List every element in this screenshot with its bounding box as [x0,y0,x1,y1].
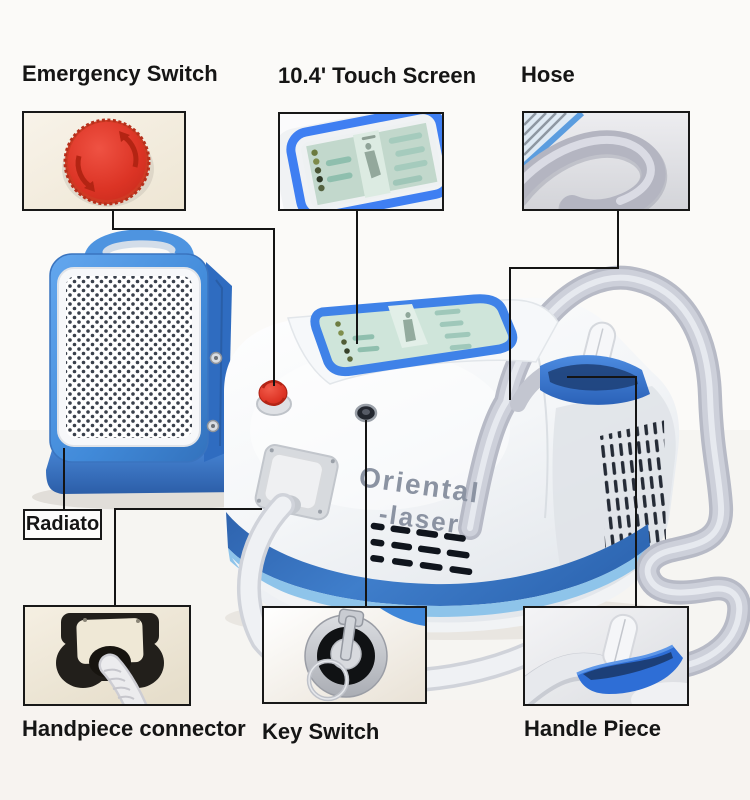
label-key-switch: Key Switch [262,719,380,744]
inset-handle-piece [523,606,689,706]
machine-screen [287,294,559,385]
inset-emergency-switch [22,111,186,211]
machine-key-switch [354,403,378,423]
hose-closeup-photo [524,113,688,209]
key-switch-photo [264,608,425,702]
label-handle-piece: Handle Piece [524,716,661,741]
machine-emergency-button [256,380,292,416]
inset-hose [522,111,690,211]
label-hose: Hose [521,62,575,87]
inset-handpiece-connector [23,605,191,706]
handle-piece-photo [525,608,687,704]
radiator-photo [46,229,252,494]
emergency-button-photo [24,113,184,209]
label-emergency-switch: Emergency Switch [22,61,218,86]
machine-base-band [226,512,650,606]
machine-front-vents [370,522,473,575]
label-touch-screen: 10.4' Touch Screen [278,63,477,88]
touch-screen-photo [280,114,442,209]
label-radiator: Radiato [23,509,102,540]
handpiece-connector-photo [25,607,189,704]
inset-touch-screen [278,112,444,211]
floor-tint-bottom [0,700,750,800]
inset-key-switch [262,606,427,704]
label-handpiece-connector: Handpiece connector [22,716,246,741]
